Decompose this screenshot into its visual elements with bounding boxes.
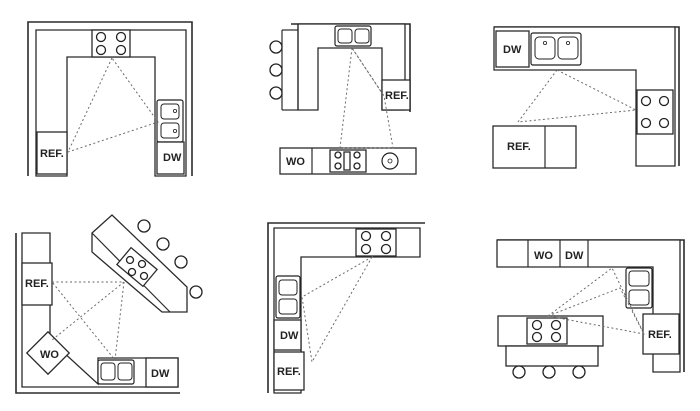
refrigerator <box>381 79 411 111</box>
ref-label: REF. <box>277 366 301 378</box>
stove <box>91 29 131 58</box>
ref-label: REF. <box>648 329 672 341</box>
island <box>497 315 604 379</box>
sink <box>530 32 582 66</box>
dishwasher <box>273 319 302 351</box>
dishwasher <box>145 357 179 388</box>
dishwasher <box>495 30 530 68</box>
work-triangle <box>50 281 125 362</box>
sink <box>97 359 135 385</box>
angled-peninsula <box>91 214 203 313</box>
ref-label: REF. <box>385 90 409 102</box>
dw-label: DW <box>503 44 522 56</box>
bottom-counter: WO <box>279 147 417 175</box>
layout-island-galley: WO DW REF. <box>496 239 685 379</box>
dw-label: DW <box>151 368 170 380</box>
wo-label: WO <box>286 156 305 168</box>
stove <box>355 228 397 257</box>
wo-label: WO <box>40 349 59 361</box>
refrigerator <box>36 131 68 175</box>
stove <box>636 89 674 135</box>
sink <box>625 267 653 309</box>
wall-oven: WO <box>25 330 71 376</box>
refrigerator <box>642 313 680 355</box>
refrigerator <box>273 351 305 391</box>
sink <box>334 25 372 47</box>
layout-u-shape: DW REF. <box>27 21 193 177</box>
dw-label: DW <box>565 250 584 262</box>
ref-label: REF. <box>40 148 64 160</box>
island: REF. <box>492 125 577 169</box>
dw-label: DW <box>163 152 182 164</box>
ref-label: REF. <box>507 141 531 153</box>
wo-label: WO <box>534 250 553 262</box>
refrigerator <box>21 262 53 306</box>
ref-label: REF. <box>25 278 49 290</box>
work-triangle <box>301 255 374 364</box>
work-triangle <box>67 57 159 153</box>
layout-l-shape-island: DW REF. <box>492 26 680 169</box>
layout-l-shape: DW REF. <box>267 222 425 394</box>
sink <box>156 99 184 143</box>
stove <box>115 246 159 288</box>
layout-angled-l: REF. WO DW <box>15 214 203 394</box>
dishwasher <box>156 141 185 175</box>
stove <box>526 317 568 345</box>
dw-label: DW <box>280 330 299 342</box>
sink <box>275 275 301 319</box>
layout-galley-peninsula: REF. WO <box>269 23 417 175</box>
work-triangle <box>339 46 394 149</box>
work-triangle <box>516 69 638 123</box>
